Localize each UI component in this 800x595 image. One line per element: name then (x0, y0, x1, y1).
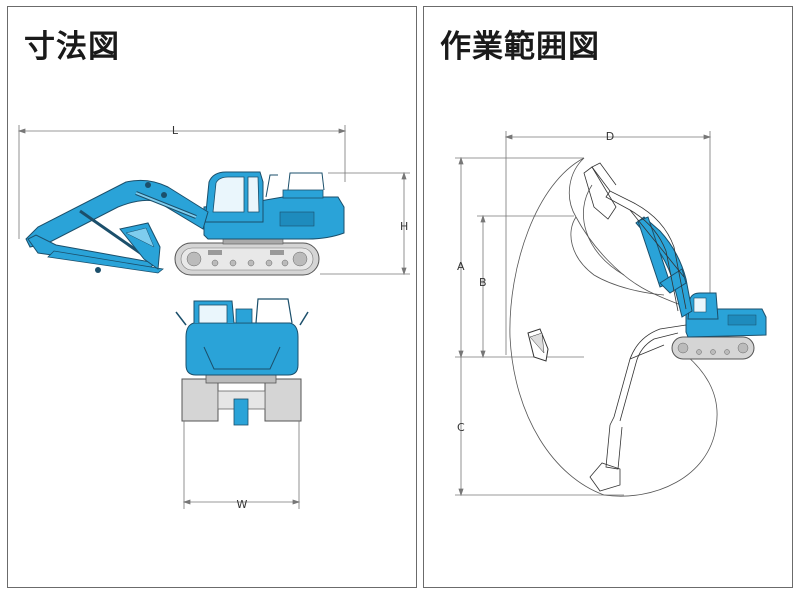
dimensions-drawing: L H (17, 124, 410, 511)
excavator-working-view (583, 162, 767, 492)
excavator-front-view (175, 298, 309, 426)
dimension-d-line (504, 131, 712, 355)
dimension-l-line (17, 125, 347, 239)
dimension-c-line (455, 357, 624, 497)
dimension-h-line (320, 171, 410, 276)
dimension-a-label: A (457, 260, 465, 273)
working-range-panel: 作業範囲図 D A B C (423, 6, 793, 588)
bucket-reference (527, 328, 549, 362)
dimension-c-label: C (457, 421, 465, 434)
dimension-b-label: B (479, 276, 487, 289)
excavator-side-view (25, 171, 345, 276)
dimension-l-label: L (172, 124, 179, 137)
dimension-a-line (455, 156, 584, 359)
working-range-drawing: D A B C (455, 130, 767, 497)
dimension-w-line (182, 421, 301, 509)
dimension-b-line (477, 214, 574, 359)
dimensions-title: 寸法図 (24, 29, 120, 65)
dimension-w-label: W (237, 498, 248, 511)
working-range-title: 作業範囲図 (440, 29, 600, 65)
dimensions-panel: 寸法図 L H (7, 6, 417, 588)
working-envelope (509, 157, 718, 497)
dimension-d-label: D (606, 130, 614, 143)
dimension-h-label: H (400, 220, 408, 233)
